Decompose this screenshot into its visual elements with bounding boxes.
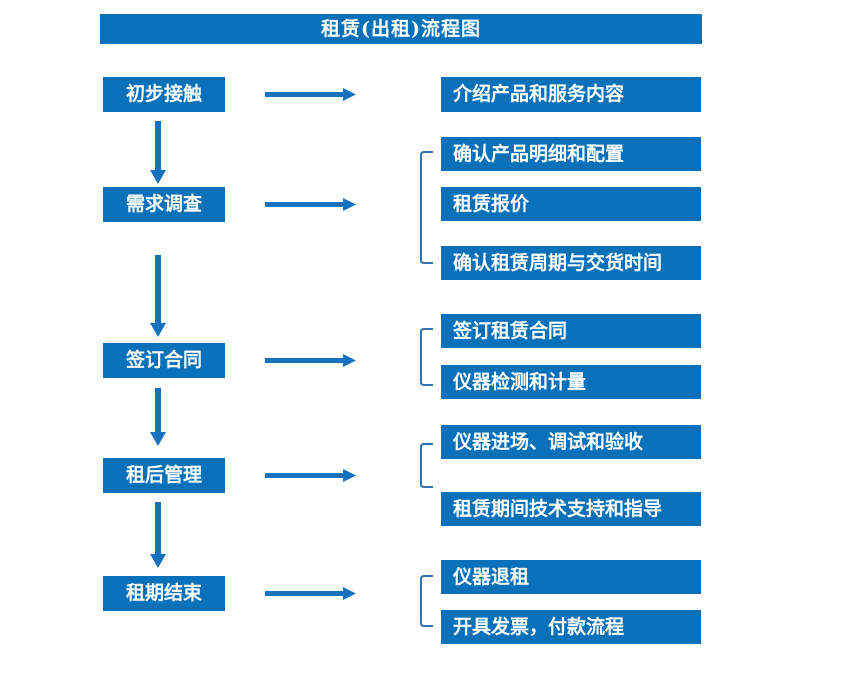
right-arrow [265,198,356,211]
detail-box-confirm-period-delivery: 确认租赁周期与交货时间 [441,246,701,280]
step-box-post-rental-management: 租后管理 [103,458,225,493]
detail-box-instrument-testing: 仪器检测和计量 [441,365,701,399]
group-bracket [420,328,433,386]
down-arrow [150,502,166,568]
flowchart-title: 租赁(出租)流程图 [100,14,702,44]
detail-box-technical-support: 租赁期间技术支持和指导 [441,492,701,526]
down-arrow [150,388,166,446]
right-arrow [265,469,356,482]
step-box-rental-end: 租期结束 [103,576,225,611]
down-arrow [150,255,166,337]
step-box-demand-survey: 需求调查 [103,187,225,222]
detail-box-invoice-payment: 开具发票，付款流程 [441,610,701,644]
down-arrow [150,121,166,184]
right-arrow [265,587,356,600]
detail-box-introduce-products: 介绍产品和服务内容 [441,77,701,112]
detail-box-instrument-setup: 仪器进场、调试和验收 [441,425,701,459]
right-arrow [265,354,356,367]
detail-box-confirm-product-details: 确认产品明细和配置 [441,137,701,171]
detail-box-rental-quotation: 租赁报价 [441,187,701,221]
step-box-initial-contact: 初步接触 [103,77,225,112]
group-bracket [420,575,433,627]
right-arrow [265,88,356,101]
group-bracket [420,443,433,488]
group-bracket [420,151,433,264]
detail-box-instrument-return: 仪器退租 [441,560,701,594]
step-box-sign-contract: 签订合同 [103,343,225,378]
detail-box-sign-rental-contract: 签订租赁合同 [441,314,701,348]
